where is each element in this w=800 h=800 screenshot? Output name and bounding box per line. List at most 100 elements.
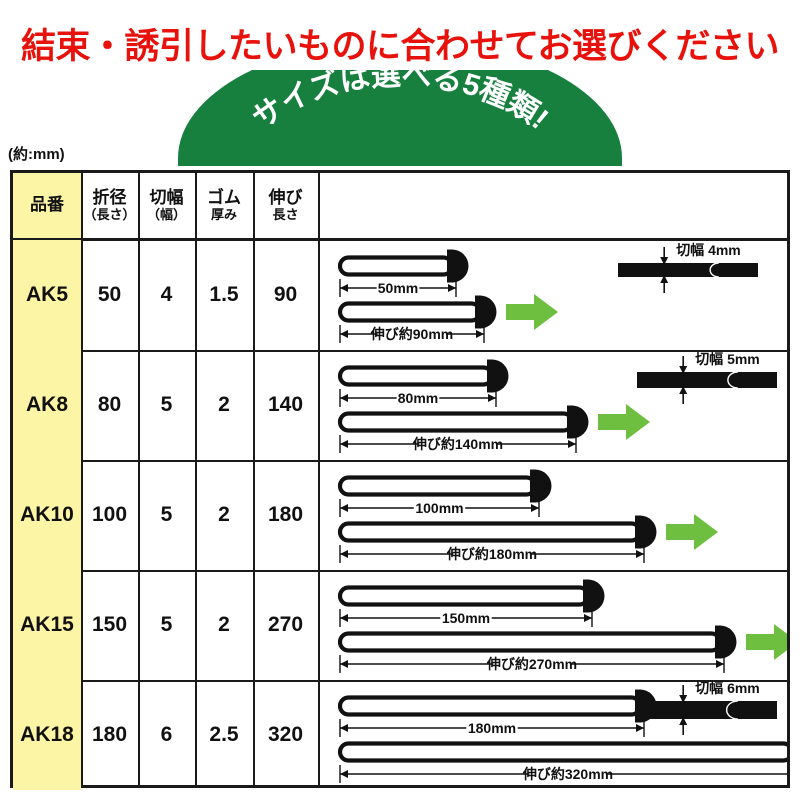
dimension-label: 150mm bbox=[442, 610, 490, 626]
column-header-label: 品番 bbox=[30, 195, 64, 215]
column-divider bbox=[138, 173, 140, 785]
column-divider bbox=[195, 173, 197, 785]
row-divider bbox=[13, 460, 787, 462]
cut-width-label: 切幅 6mm bbox=[695, 680, 760, 696]
cell-value: 6 bbox=[160, 723, 173, 746]
cut-width-detail: 切幅 4mm bbox=[618, 242, 758, 293]
cell-fold_dia: 150 bbox=[81, 570, 138, 680]
row-product-code: AK8 bbox=[13, 350, 81, 460]
rubber-band-shape bbox=[337, 469, 552, 503]
cell-value: 140 bbox=[267, 393, 304, 416]
cell-cut_width: 4 bbox=[138, 240, 195, 350]
cell-stretch: 270 bbox=[253, 570, 318, 680]
cell-value: 50 bbox=[97, 283, 122, 306]
rubber-band-shape bbox=[337, 249, 469, 283]
cell-value: 320 bbox=[267, 723, 304, 746]
dimension-line: 伸び約180mm bbox=[339, 545, 645, 563]
cell-thickness: 2 bbox=[195, 460, 253, 570]
cell-value: 5 bbox=[160, 503, 173, 526]
cell-value: 1.5 bbox=[209, 283, 239, 306]
row-diagram-AK15: 150mm 伸び約270mm bbox=[318, 570, 787, 680]
column-divider bbox=[81, 173, 83, 785]
dimension-line: 伸び約90mm bbox=[339, 325, 485, 343]
cell-fold_dia: 80 bbox=[81, 350, 138, 460]
column-header-stretch: 伸び長さ bbox=[253, 173, 318, 238]
cell-value: 2 bbox=[218, 393, 230, 416]
dimension-label: 50mm bbox=[378, 280, 418, 296]
column-header-sublabel: （長さ） bbox=[83, 206, 136, 222]
dimension-line: 80mm bbox=[339, 389, 497, 407]
cut-width-label: 切幅 5mm bbox=[695, 351, 760, 367]
unit-note: (約:mm) bbox=[8, 146, 65, 163]
cell-thickness: 2 bbox=[195, 350, 253, 460]
rubber-band-shape bbox=[337, 741, 787, 763]
cell-fold_dia: 180 bbox=[81, 680, 138, 790]
cell-value: 270 bbox=[267, 613, 304, 636]
column-header-label: ゴム bbox=[207, 188, 241, 208]
cell-value: 100 bbox=[91, 503, 128, 526]
column-header-label: 伸び bbox=[268, 188, 303, 208]
cell-fold_dia: 50 bbox=[81, 240, 138, 350]
row-product-code: AK10 bbox=[13, 460, 81, 570]
cell-value: 150 bbox=[91, 613, 128, 636]
row-diagram-AK18: 180mm 伸び約320mm 切幅 6mm bbox=[318, 680, 787, 790]
cell-value: 4 bbox=[160, 283, 173, 306]
cell-value: AK15 bbox=[20, 613, 74, 636]
band-diagram: 80mm 伸び約140mm 切幅 5mm bbox=[337, 351, 777, 453]
band-diagram: 50mm 伸び約90mm 切幅 4mm bbox=[337, 242, 758, 343]
rubber-band-shape bbox=[337, 295, 497, 329]
band-diagram: 180mm 伸び約320mm 切幅 6mm bbox=[337, 680, 787, 783]
dimension-label: 伸び約270mm bbox=[486, 656, 577, 672]
dimension-label: 伸び約320mm bbox=[522, 766, 613, 782]
row-product-code: AK15 bbox=[13, 570, 81, 680]
dimension-line: 50mm bbox=[339, 279, 457, 297]
cell-thickness: 2.5 bbox=[195, 680, 253, 790]
cell-value: 80 bbox=[97, 393, 122, 416]
column-divider bbox=[253, 173, 255, 785]
column-header-thickness: ゴム厚み bbox=[195, 173, 253, 238]
row-diagram-AK8: 80mm 伸び約140mm 切幅 5mm bbox=[318, 350, 787, 460]
cell-value: 180 bbox=[91, 723, 128, 746]
dimension-label: 伸び約90mm bbox=[370, 326, 453, 342]
cell-value: AK18 bbox=[20, 723, 74, 746]
row-diagram-AK10: 100mm 伸び約180mm bbox=[318, 460, 787, 570]
column-header-sublabel: （幅） bbox=[146, 206, 186, 222]
dimension-label: 100mm bbox=[415, 500, 463, 516]
dimension-line: 伸び約320mm bbox=[339, 765, 787, 783]
column-header-sublabel: 厚み bbox=[210, 206, 237, 222]
row-divider bbox=[13, 350, 787, 352]
cell-thickness: 2 bbox=[195, 570, 253, 680]
green-arrow-icon bbox=[746, 624, 787, 660]
dimension-label: 180mm bbox=[468, 720, 516, 736]
cell-cut_width: 6 bbox=[138, 680, 195, 790]
cell-value: 5 bbox=[160, 613, 173, 636]
header-divider bbox=[13, 238, 787, 241]
green-arrow-icon bbox=[506, 294, 558, 330]
column-header-label: 切幅 bbox=[149, 188, 184, 208]
column-header-sublabel: 長さ bbox=[272, 206, 299, 222]
arch-shape bbox=[178, 70, 622, 166]
cell-stretch: 140 bbox=[253, 350, 318, 460]
green-arrow-icon bbox=[666, 514, 718, 550]
dimension-line: 伸び約270mm bbox=[339, 655, 725, 673]
row-divider bbox=[13, 570, 787, 572]
cut-width-detail: 切幅 5mm bbox=[637, 351, 777, 404]
cell-value: AK5 bbox=[25, 283, 68, 306]
cell-cut_width: 5 bbox=[138, 460, 195, 570]
green-arrow-icon bbox=[598, 404, 650, 440]
cell-stretch: 320 bbox=[253, 680, 318, 790]
dimension-label: 伸び約140mm bbox=[412, 436, 503, 452]
cell-value: 2.5 bbox=[209, 723, 239, 746]
rubber-band-shape bbox=[337, 579, 605, 613]
cell-value: 2 bbox=[218, 613, 230, 636]
column-header-fold_dia: 折径（長さ） bbox=[81, 173, 138, 238]
cell-fold_dia: 100 bbox=[81, 460, 138, 570]
row-product-code: AK18 bbox=[13, 680, 81, 790]
cell-value: 5 bbox=[160, 393, 173, 416]
row-product-code: AK5 bbox=[13, 240, 81, 350]
cell-value: 90 bbox=[273, 283, 298, 306]
dimension-label: 伸び約180mm bbox=[446, 546, 537, 562]
row-diagram-AK5: 50mm 伸び約90mm 切幅 4mm bbox=[318, 240, 787, 350]
arch-banner-graphic: サイズは選べる5種類! bbox=[178, 70, 622, 166]
